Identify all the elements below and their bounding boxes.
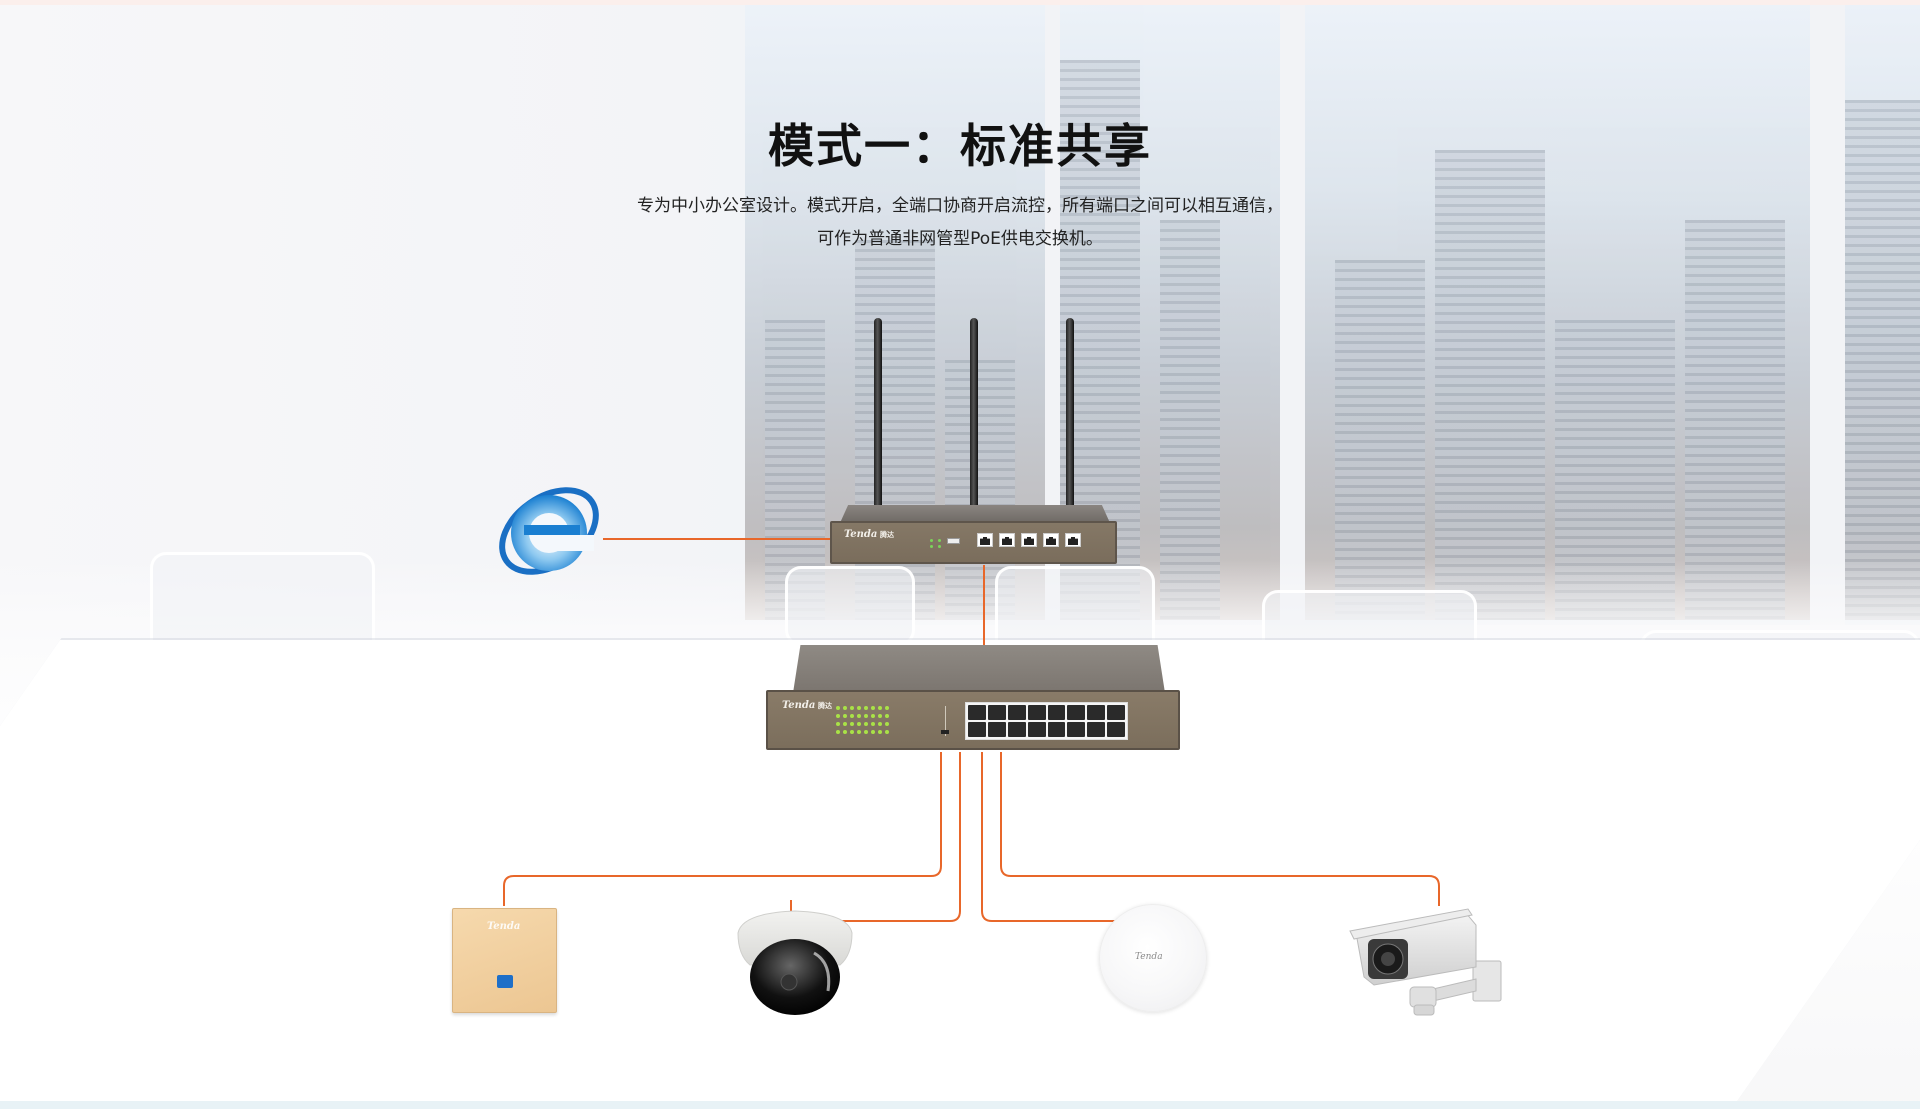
- router-top-face: [840, 505, 1110, 523]
- window-mullion: [1280, 5, 1305, 625]
- router-brand: Tenda: [844, 529, 878, 540]
- router-antenna: [970, 318, 978, 508]
- ceiling-ap: Tenda: [1099, 904, 1207, 1012]
- switch-port-grid: [965, 702, 1128, 740]
- switch-mode-selector: [916, 706, 949, 736]
- router-antenna: [1066, 318, 1074, 508]
- ethernet-port-icon: [999, 533, 1015, 547]
- window-mullion: [1045, 5, 1060, 625]
- ethernet-port-icon: [977, 533, 993, 547]
- chair: [150, 552, 375, 657]
- internet-explorer-icon: [499, 487, 599, 575]
- ethernet-port-icon: [1043, 533, 1059, 547]
- switch-brand: Tenda: [782, 700, 816, 711]
- bottom-strip: [0, 1101, 1920, 1109]
- switch-front-panel: Tenda 腾达: [766, 690, 1180, 750]
- switch-brand-cn: 腾达: [818, 701, 832, 710]
- window-pane: [1060, 5, 1280, 620]
- ceiling-ap-brand: Tenda: [1135, 952, 1163, 962]
- window-pane: [1845, 5, 1920, 620]
- switch-led-grid: [836, 706, 892, 734]
- dome-camera: [737, 910, 853, 1015]
- switch-top-face: [793, 645, 1165, 693]
- router-brand-cn: 腾达: [880, 530, 894, 539]
- top-strip: [0, 0, 1920, 5]
- ethernet-port-icon: [1021, 533, 1037, 547]
- router-ports: [977, 533, 1081, 547]
- page-description: 专为中小办公室设计。模式开启，全端口协商开启流控，所有端口之间可以相互通信， 可…: [0, 190, 1920, 256]
- router-usb-port: [947, 538, 960, 544]
- ethernet-port-icon: [1065, 533, 1081, 547]
- page-title: 模式一：标准共享: [768, 119, 1152, 173]
- ethernet-port-icon: [497, 975, 513, 988]
- router-front-panel: Tenda 腾达: [830, 521, 1117, 564]
- window-pane: [1305, 5, 1810, 620]
- wall-ap-brand: Tenda: [487, 921, 521, 932]
- window-mullion: [1810, 5, 1845, 625]
- description-line-1: 专为中小办公室设计。模式开启，全端口协商开启流控，所有端口之间可以相互通信，: [637, 196, 1283, 216]
- router-antenna: [874, 318, 882, 508]
- router-status-leds: [930, 539, 943, 548]
- wall-panel-ap: Tenda: [452, 908, 557, 1013]
- description-line-2: 可作为普通非网管型PoE供电交换机。: [817, 229, 1103, 249]
- bullet-camera: [1349, 908, 1502, 1016]
- chair: [785, 566, 915, 646]
